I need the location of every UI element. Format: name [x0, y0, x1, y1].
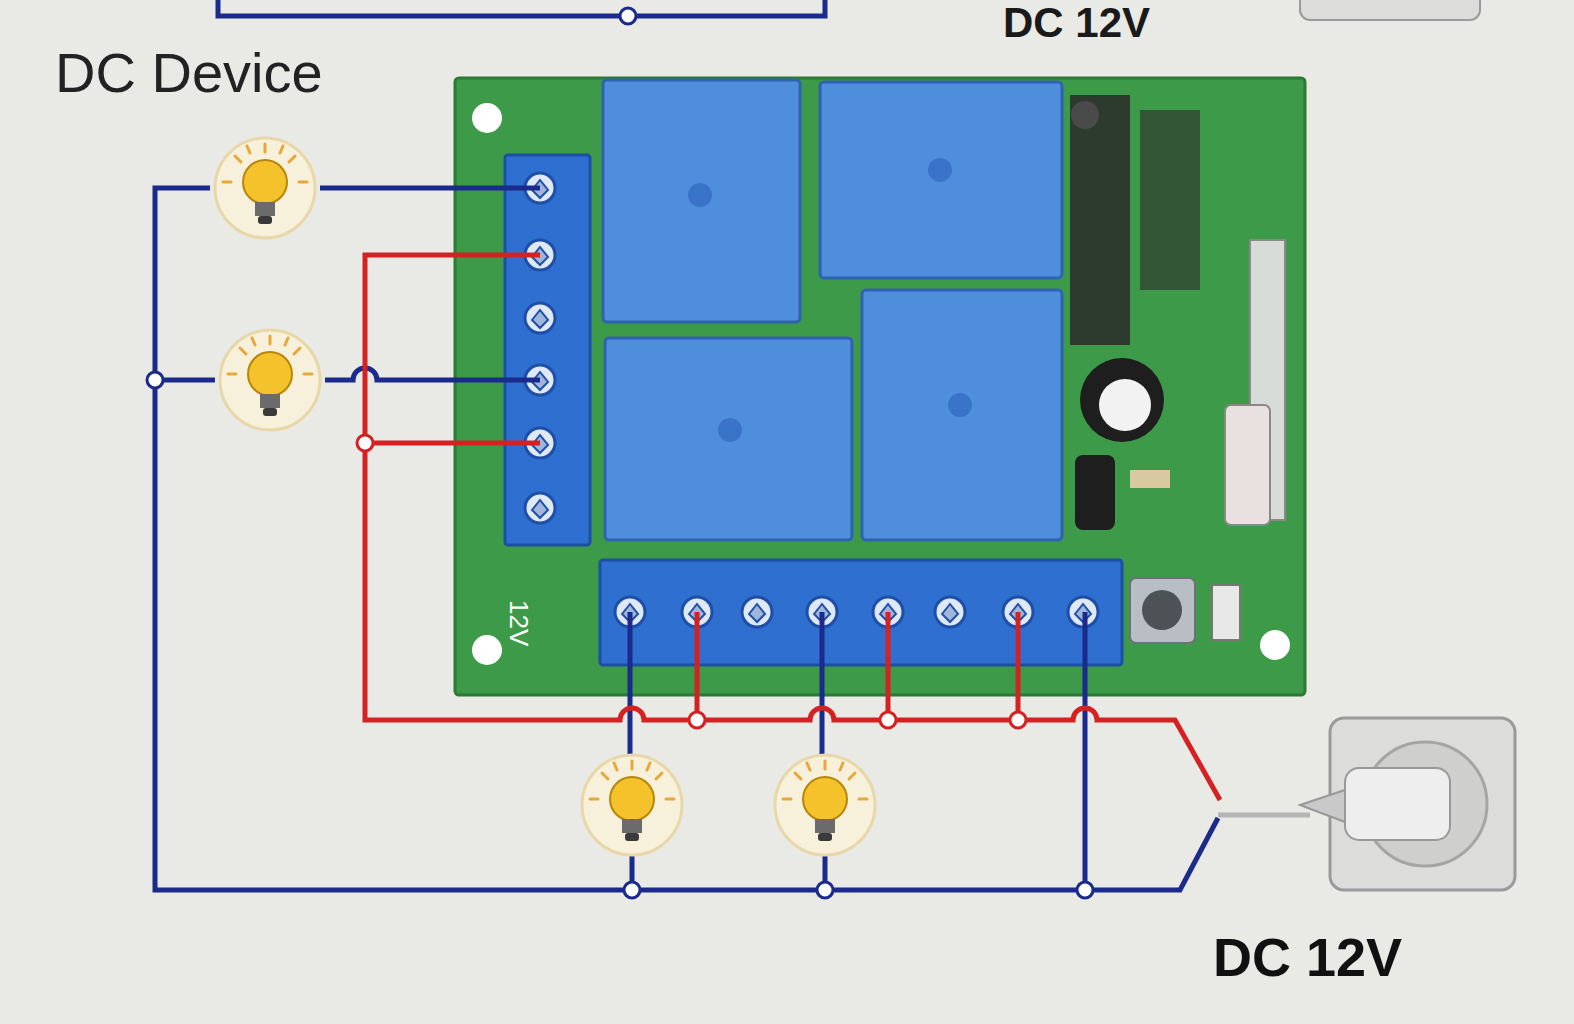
screw-terminal [742, 597, 772, 627]
screw-terminal [525, 303, 555, 333]
resistor-symbol [1212, 585, 1240, 640]
red-wire [365, 255, 1220, 800]
board-silkscreen: 12V [506, 600, 532, 646]
screw-terminal [935, 597, 965, 627]
red-wire [365, 441, 540, 446]
plug-cable [1218, 813, 1310, 818]
push-button [1130, 578, 1195, 643]
device-label: DC Device [55, 45, 323, 101]
wire-junction [624, 882, 640, 898]
relay-board [455, 78, 1305, 695]
wire-junction [689, 712, 705, 728]
bulb-icon [582, 755, 682, 855]
mounting-hole [1260, 630, 1290, 660]
wire-junction [880, 712, 896, 728]
wire-junction [147, 372, 163, 388]
terminal-block [505, 155, 590, 545]
wire-junction [357, 435, 373, 451]
relay [820, 82, 1062, 278]
bulb-icon [220, 330, 320, 430]
relay-mark [948, 393, 972, 417]
top-wire [218, 0, 825, 16]
wire-junction [817, 882, 833, 898]
mounting-hole [472, 103, 502, 133]
bulb-icon [215, 138, 315, 238]
plug-body [1300, 790, 1345, 822]
resistor-symbol [1130, 470, 1170, 488]
relay [605, 338, 852, 540]
top-socket [1300, 0, 1480, 20]
push-button-cap [1142, 590, 1182, 630]
ic-chip [1070, 95, 1130, 345]
red-wire [697, 612, 1018, 720]
relay-mark [928, 158, 952, 182]
blue-wire [325, 368, 540, 380]
crystal [1225, 405, 1270, 525]
ic-chip [1140, 110, 1200, 290]
wall-socket [1330, 718, 1515, 890]
blue-wire [320, 186, 540, 191]
relay [603, 80, 800, 322]
capacitor-top [1099, 379, 1151, 431]
wire-junction [1077, 882, 1093, 898]
wire-junction [1010, 712, 1026, 728]
relay [862, 290, 1062, 540]
bulb-icon [775, 755, 875, 855]
wire-junction [620, 8, 636, 24]
mounting-hole [472, 635, 502, 665]
relay-mark [718, 418, 742, 442]
terminal-block [600, 560, 1122, 665]
plug-body [1345, 768, 1450, 840]
power-label: DC 12V [1213, 930, 1402, 984]
capacitor [1080, 358, 1164, 442]
power-label: DC 12V [1003, 2, 1150, 44]
blue-wire [1083, 612, 1088, 890]
screw-terminal [525, 493, 555, 523]
blue-wire [155, 188, 1218, 890]
transistor [1075, 455, 1115, 530]
relay-mark [688, 183, 712, 207]
